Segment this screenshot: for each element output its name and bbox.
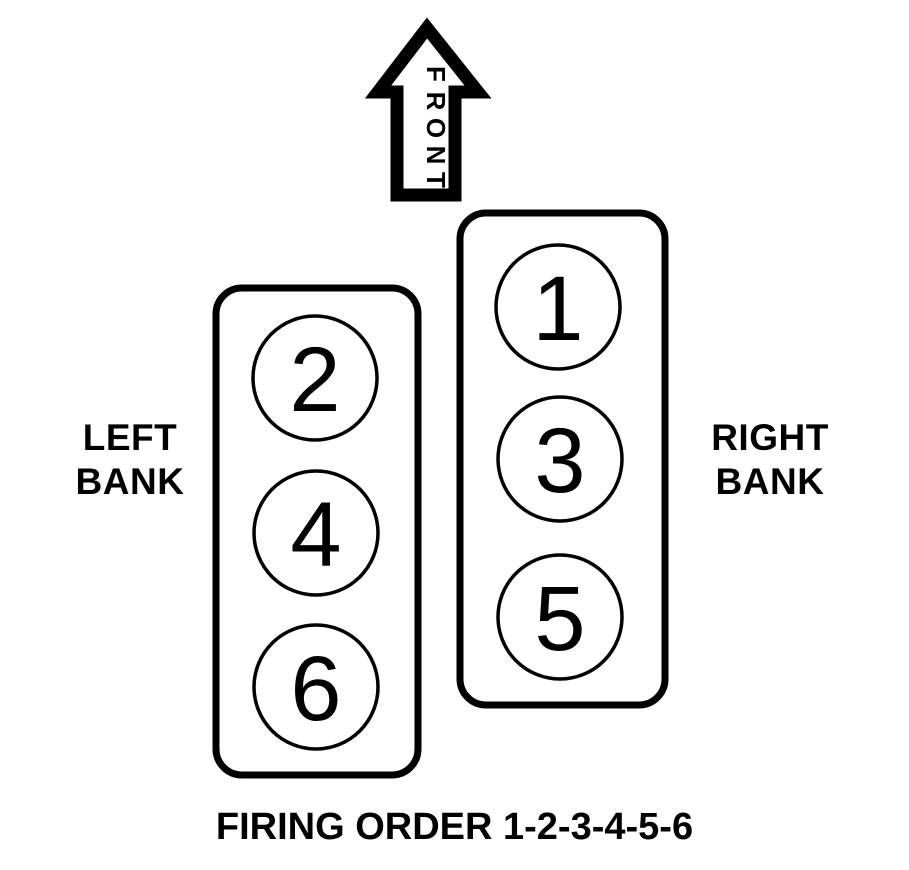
- front-letter-o: O: [421, 118, 451, 138]
- left-bank-cylinder-6: 6: [252, 623, 380, 751]
- cylinder-number: 4: [290, 484, 341, 586]
- front-letter-n: N: [421, 146, 451, 165]
- firing-order-caption: FIRING ORDER 1-2-3-4-5-6: [215, 806, 694, 848]
- cylinder-circle: [494, 243, 622, 371]
- right-bank-cylinder-3: 3: [496, 395, 624, 523]
- cylinder-circle: [496, 553, 624, 681]
- left-bank-group: 2 4 6: [212, 284, 422, 779]
- left-bank-cylinder-2: 2: [251, 314, 379, 442]
- cylinder-number: 6: [290, 638, 341, 740]
- right-bank-label-line2: BANK: [715, 461, 825, 502]
- cylinder-number: 5: [534, 568, 585, 670]
- front-letter-r: R: [421, 92, 451, 111]
- right-bank-label: RIGHT BANK: [670, 416, 870, 504]
- right-bank-group: 1 3 5: [456, 209, 669, 709]
- cylinder-number: 2: [289, 329, 340, 431]
- left-bank-label-line1: LEFT: [82, 417, 178, 458]
- cylinder-number: 1: [532, 258, 583, 360]
- left-bank-label: LEFT BANK: [30, 416, 230, 504]
- front-arrow-group: F R O N T: [364, 17, 492, 202]
- left-bank-label-line2: BANK: [75, 461, 185, 502]
- cylinder-circle: [252, 623, 380, 751]
- left-bank-cylinder-4: 4: [252, 469, 380, 597]
- front-letter-t: T: [421, 172, 451, 188]
- right-bank-label-line1: RIGHT: [711, 417, 829, 458]
- cylinder-circle: [496, 395, 624, 523]
- front-letter-f: F: [421, 66, 451, 82]
- right-bank-cylinder-1: 1: [494, 243, 622, 371]
- front-arrow-icon: [364, 17, 492, 202]
- cylinder-number: 3: [534, 410, 585, 512]
- cylinder-circle: [251, 314, 379, 442]
- right-bank-cylinder-5: 5: [496, 553, 624, 681]
- cylinder-circle: [252, 469, 380, 597]
